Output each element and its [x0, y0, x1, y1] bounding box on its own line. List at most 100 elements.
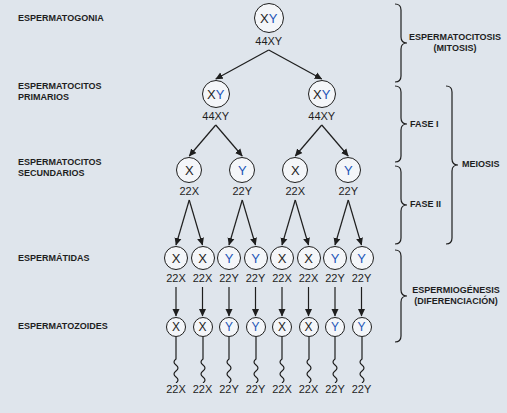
cell-node: XY 44XY — [308, 80, 336, 123]
division-arrow — [335, 200, 348, 245]
karyotype-label: 44XY — [202, 110, 229, 123]
chromosome-letters: X — [193, 317, 213, 337]
phase-label: FASE I — [410, 119, 439, 130]
karyotype-label: 22X — [299, 272, 319, 285]
meiosis-bracket — [446, 86, 458, 244]
cell-node: XY 44XY — [254, 3, 284, 48]
stage-label: ESPERMATOZOIDES — [18, 321, 108, 332]
karyotype-label: 22Y — [232, 185, 252, 198]
mitosis-bracket — [395, 4, 407, 82]
stage-label: ESPERMÁTIDAS — [18, 253, 90, 264]
division-arrow — [295, 125, 322, 156]
sperm-tail — [301, 337, 317, 383]
phase-label: MEIOSIS — [462, 159, 500, 170]
karyotype-label: 22Y — [352, 272, 372, 285]
division-arrow — [216, 50, 269, 79]
cell-node: Y 22Y — [335, 157, 361, 198]
karyotype-label: 22Y — [246, 383, 266, 396]
karyotype-label: 22X — [285, 185, 305, 198]
chromosome-letters: Y — [352, 317, 372, 337]
chromosome-letters: Y — [335, 157, 361, 183]
spermatozoon: Y22Y — [352, 317, 372, 396]
spermatozoon: Y 22Y — [219, 317, 239, 396]
chromosome-letters: X — [270, 246, 294, 270]
phase-one-bracket — [395, 86, 407, 162]
karyotype-label: 22Y — [338, 185, 358, 198]
chromosome-letters: X — [299, 317, 319, 337]
karyotype-label: 22X — [299, 383, 319, 396]
spermatozoon: Y 22Y — [325, 317, 345, 396]
sperm-tail — [354, 337, 370, 383]
chromosome-letters: X — [164, 246, 188, 270]
phase-label: FASE II — [410, 199, 441, 210]
division-arrow — [361, 287, 362, 316]
karyotype-label: 22X — [179, 185, 199, 198]
chromosome-letters: X — [166, 317, 186, 337]
chromosome-letters: X — [282, 157, 308, 183]
karyotype-label: 22X — [166, 272, 186, 285]
chromosome-letters: Y — [350, 246, 374, 270]
karyotype-label: 22Y — [325, 383, 345, 396]
chromosome-letters: Y — [219, 317, 239, 337]
cell-node: Y 22Y — [244, 246, 268, 285]
cell-node: X 22X — [270, 246, 294, 285]
cell-node: Y 22Y — [350, 246, 374, 285]
stage-label: ESPERMATOCITOS SECUNDARIOS — [18, 157, 102, 179]
division-arrow — [348, 200, 361, 245]
karyotype-label: 22Y — [325, 272, 345, 285]
division-arrow — [255, 287, 256, 316]
chromosome-letters: Y — [244, 246, 268, 270]
karyotype-label: 22Y — [246, 272, 266, 285]
cell-node: X 22X — [282, 157, 308, 198]
division-arrow — [216, 125, 243, 156]
karyotype-label: 22X — [166, 383, 186, 396]
sperm-tail — [195, 337, 211, 383]
spermatozoon: Y22Y — [246, 317, 266, 396]
karyotype-label: 44XY — [308, 110, 335, 123]
karyotype-label: 22Y — [219, 272, 239, 285]
division-arrow — [281, 287, 282, 316]
division-arrow — [334, 287, 335, 316]
division-arrow — [202, 287, 203, 316]
division-arrow — [269, 50, 322, 79]
division-arrow — [282, 200, 295, 245]
karyotype-label: 44XY — [255, 35, 282, 48]
cell-node: X 22X — [297, 246, 321, 285]
karyotype-label: 22X — [193, 383, 213, 396]
chromosome-letters: XY — [202, 80, 230, 108]
cell-node: XY 44XY — [202, 80, 230, 123]
chromosome-letters: X — [297, 246, 321, 270]
chromosome-letters: Y — [325, 317, 345, 337]
phase-label: ESPERMIOGÉNESIS (DIFERENCIACIÓN) — [412, 285, 500, 307]
cell-node: X 22X — [164, 246, 188, 285]
spermatozoon: X 22X — [166, 317, 186, 396]
spermatozoon: X22X — [272, 317, 292, 396]
division-arrow — [322, 125, 349, 156]
division-arrow — [295, 200, 308, 245]
phase-label: ESPERMATOCITOSIS (MITOSIS) — [409, 32, 501, 54]
karyotype-label: 22Y — [219, 383, 239, 396]
chromosome-letters: Y — [217, 246, 241, 270]
cell-node: Y 22Y — [217, 246, 241, 285]
sperm-tail — [221, 337, 237, 383]
phase-two-bracket — [395, 166, 407, 244]
chromosome-letters: Y — [229, 157, 255, 183]
division-arrow — [189, 200, 202, 245]
division-arrow — [242, 200, 255, 245]
spermiogenesis-bracket — [395, 250, 407, 342]
sperm-tail — [274, 337, 290, 383]
chromosome-letters: X — [176, 157, 202, 183]
division-arrow — [176, 200, 189, 245]
sperm-tail — [168, 337, 184, 383]
stage-label: ESPERMATOGONIA — [18, 13, 104, 24]
spermatozoon: X 22X — [193, 317, 213, 396]
chromosome-letters: XY — [308, 80, 336, 108]
chromosome-letters: XY — [254, 3, 284, 33]
karyotype-label: 22X — [272, 272, 292, 285]
sperm-tail — [327, 337, 343, 383]
division-arrow — [308, 287, 309, 316]
division-arrow — [229, 200, 242, 245]
cell-node: X 22X — [176, 157, 202, 198]
division-arrow — [189, 125, 216, 156]
cell-node: Y 22Y — [229, 157, 255, 198]
